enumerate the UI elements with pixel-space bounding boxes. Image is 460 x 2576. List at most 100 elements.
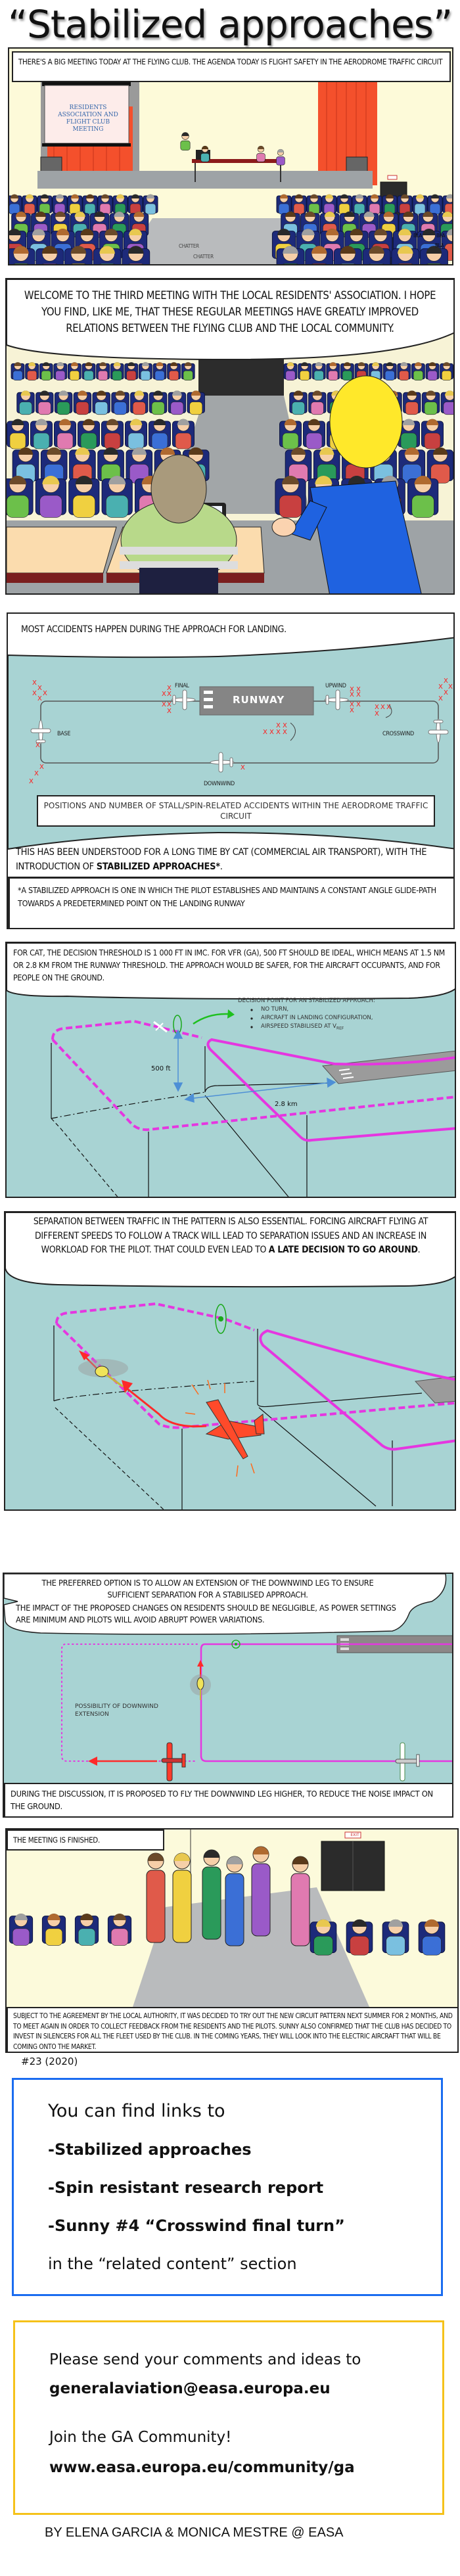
leg-label-downwind: DOWNWIND [204, 781, 235, 787]
audience-member [398, 447, 426, 484]
standing-person [290, 1856, 310, 1946]
heading: MOST ACCIDENTS HAPPEN DURING THE APPROAC… [21, 624, 287, 635]
preferred-option-text: THE PREFERRED OPTION IS TO ALLOW AN EXTE… [41, 1578, 374, 1600]
audience-member [96, 362, 110, 380]
stage-floor [37, 171, 373, 189]
audience-member [440, 390, 453, 415]
audience-member [420, 246, 448, 264]
audience-member [340, 362, 354, 380]
standing-person [146, 1852, 166, 1943]
distance-arrow [184, 1077, 336, 1103]
caption-box: THERE'S A BIG MEETING TODAY AT THE FLYIN… [12, 51, 451, 82]
audience-member [382, 1919, 409, 1956]
accident-marker: X [162, 691, 166, 698]
audience-member [180, 132, 191, 150]
link-sunny-4[interactable]: -Sunny #4 “Crosswind final turn” [48, 2217, 345, 2235]
distance-label: 2.8 km [275, 1101, 298, 1108]
audience-member [25, 362, 39, 380]
audience-member [181, 362, 195, 380]
extension-label: POSSIBILITY OF DOWNWIND EXTENSION [75, 1703, 158, 1718]
audience-member [311, 362, 326, 380]
audience-member [275, 475, 306, 518]
spin-arrow [290, 722, 296, 741]
audience-member [336, 194, 352, 215]
audience-member [54, 419, 76, 449]
circuit-dashed-lower [51, 1038, 455, 1132]
audience-member [418, 1919, 446, 1956]
decision-item-3: AIRSPEED STABILISED AT VREF [261, 1023, 344, 1031]
audience-member [289, 390, 308, 415]
audience-member [41, 1914, 66, 1946]
audience-member [139, 362, 152, 380]
standing-person [225, 1856, 244, 1946]
audience-member [411, 362, 425, 380]
link-stabilized-approaches[interactable]: -Stabilized approaches [48, 2140, 252, 2159]
white-aircraft-icon [395, 1742, 420, 1782]
accident-marker: X [39, 764, 44, 771]
audience-member [9, 194, 22, 215]
comic-title: “Stabilized approaches” [7, 2, 453, 47]
audience-member [111, 390, 129, 415]
audience-member [78, 419, 100, 449]
separation-text-main: SEPARATION BETWEEN TRAFFIC IN THE PATTER… [33, 1216, 428, 1255]
panel-decision-threshold: FOR CAT, THE DECISION THRESHOLD IS 1 000… [5, 942, 456, 1198]
terrain-box-lines [53, 1325, 423, 1509]
leg-label-base: BASE [57, 731, 71, 737]
meeting-finished-text: THE MEETING IS FINISHED. [13, 1835, 100, 1845]
decision-item-2: AIRCRAFT IN LANDING CONFIGURATION, [261, 1015, 373, 1021]
text-bubble [7, 943, 455, 1000]
audience-member [35, 475, 66, 518]
discussion-caption: DURING THE DISCUSSION, IT IS PROPOSED TO… [11, 1789, 433, 1812]
panel-separation: SEPARATION BETWEEN TRAFFIC IN THE PATTER… [4, 1211, 456, 1511]
contact-email[interactable]: generalaviation@easa.europa.eu [49, 2380, 331, 2397]
separation-text: SEPARATION BETWEEN TRAFFIC IN THE PATTER… [12, 1215, 449, 1258]
accident-marker: X [356, 701, 361, 708]
helicopter-icon [190, 1674, 211, 1700]
audience-member [73, 390, 92, 415]
accident-marker: X [276, 722, 281, 729]
audience-member [143, 194, 158, 215]
audience-member [149, 419, 171, 449]
exit-sign [387, 175, 398, 180]
audience-member [107, 1914, 132, 1946]
accident-marker: X [375, 704, 379, 711]
audience-member [426, 447, 453, 484]
audience-member [125, 419, 147, 449]
audience-member [398, 419, 420, 449]
decision-title: DECISION POINT FOR AN STABILIZED APPROAC… [238, 998, 375, 1004]
link-spin-resistant-report[interactable]: -Spin resistant research report [48, 2178, 324, 2197]
audience-member [93, 246, 122, 264]
audience-member [276, 149, 285, 166]
aircraft-icons [30, 689, 449, 773]
accident-marker: X [37, 685, 42, 692]
audience-member [397, 362, 411, 380]
spin-arrow [385, 704, 392, 718]
bla-text-1: BLA [413, 233, 423, 239]
audience-member [168, 390, 187, 415]
stage-table [192, 159, 284, 163]
accident-marker: X [34, 770, 39, 777]
audience-member [127, 194, 143, 215]
community-url[interactable]: www.easa.europa.eu/community/ga [49, 2459, 355, 2476]
circuit-solid [206, 1038, 455, 1142]
audience-member [427, 194, 443, 215]
man-at-laptop [120, 454, 238, 593]
audience-member [283, 362, 298, 380]
circuit-dashed-lower [55, 1322, 455, 1429]
audience-member [9, 1914, 34, 1946]
audience-member [101, 419, 124, 449]
join-community: Join the GA Community! [49, 2429, 232, 2446]
audience-member [30, 419, 53, 449]
audience-member [124, 362, 139, 380]
audience-member [152, 362, 167, 380]
panel-meeting-hall: THERE'S A BIG MEETING TODAY AT THE FLYIN… [8, 47, 453, 265]
decision-point-marker [215, 1304, 227, 1334]
desk-left [7, 526, 117, 574]
audience-member [110, 362, 124, 380]
contact-box: Please send your comments and ideas to g… [13, 2320, 444, 2515]
circuit-dashed-upper [51, 1019, 202, 1040]
exit-sign-text: EXIT [350, 1833, 359, 1837]
audience-member [279, 419, 302, 449]
audience-member [69, 447, 96, 484]
